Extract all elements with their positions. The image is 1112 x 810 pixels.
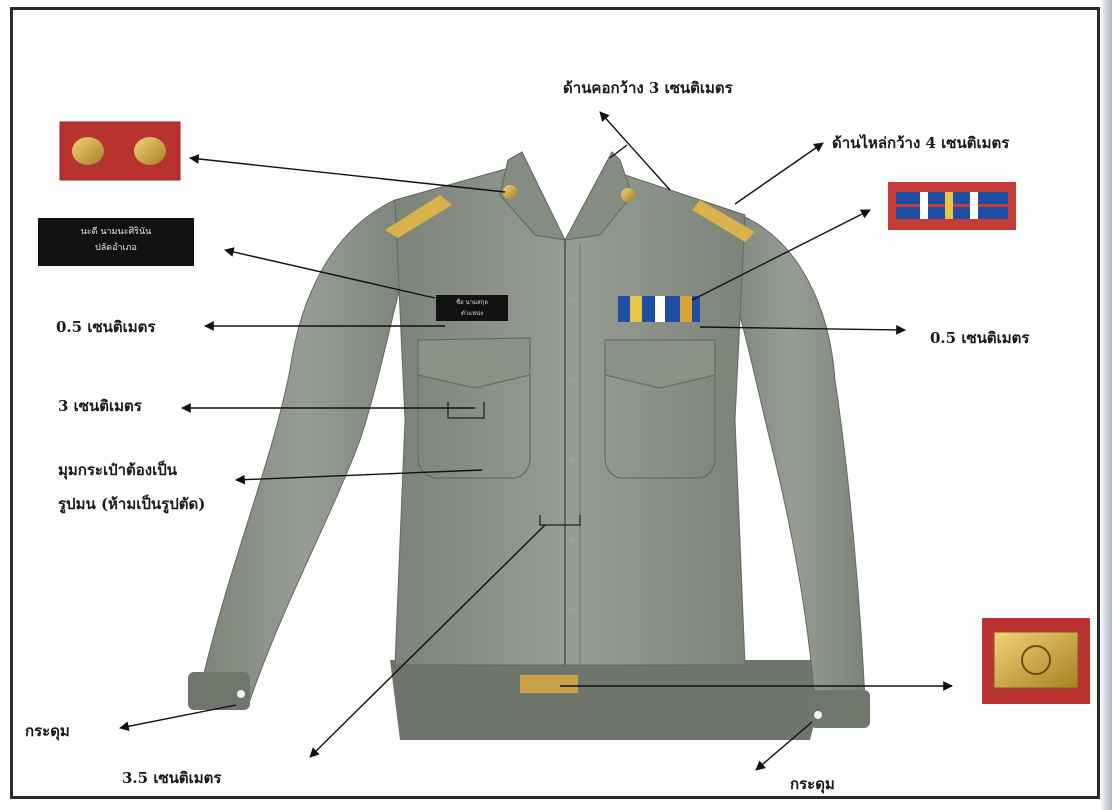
ribbon-bar-thumbnail bbox=[888, 182, 1016, 230]
pocket-3cm-bracket bbox=[447, 402, 485, 419]
label-button-right: กระดุม bbox=[790, 775, 835, 793]
label-button-left: กระดุม bbox=[25, 722, 70, 740]
shoulder-board-left bbox=[385, 195, 452, 238]
shirt-name-tag-line1: ชื่อ นามสกุล bbox=[456, 299, 488, 306]
collar-insignia-left bbox=[503, 185, 517, 199]
right-sleeve bbox=[719, 214, 870, 728]
annotation-arrows bbox=[119, 111, 953, 771]
label-3-5cm: 3.5 เซนติเมตร bbox=[122, 769, 222, 787]
label-pocket-corner-line2: รูปมน (ห้ามเป็นรูปตัด) bbox=[58, 495, 206, 513]
label-collar-width: ด้านคอกว้าง 3 เซนติเมตร bbox=[563, 79, 733, 97]
scan-edge-strip bbox=[1100, 0, 1112, 810]
belt-buckle-thumbnail bbox=[982, 618, 1090, 704]
shirt-name-tag-line2: ตำแหน่ง bbox=[460, 310, 484, 317]
left-sleeve bbox=[188, 199, 411, 710]
name-card-thumbnail: นะดี นามนะศิรินัน ปลัดอำเภอ bbox=[38, 218, 194, 266]
belt-buckle bbox=[520, 675, 578, 693]
label-pocket-corner-line1: มุมกระเป๋าต้องเป็น bbox=[58, 461, 178, 479]
label-3cm: 3 เซนติเมตร bbox=[58, 397, 142, 415]
trousers bbox=[390, 660, 830, 740]
label-right-0-5cm: 0.5 เซนติเมตร bbox=[930, 329, 1030, 347]
shoulder-board-right bbox=[692, 200, 755, 242]
name-card-line2: ปลัดอำเภอ bbox=[95, 243, 137, 253]
label-shoulder-width: ด้านไหล่กว้าง 4 เซนติเมตร bbox=[832, 134, 1010, 152]
left-pocket bbox=[417, 337, 531, 479]
label-left-0-5cm: 0.5 เซนติเมตร bbox=[56, 318, 156, 336]
shirt-ribbon-bar bbox=[618, 296, 700, 322]
collar-insignia-right bbox=[621, 188, 635, 202]
cuff-button-right bbox=[814, 711, 822, 719]
button-3-5cm-bracket bbox=[539, 515, 581, 526]
cuff-button-left bbox=[237, 690, 245, 698]
collar-insignia-thumbnail bbox=[59, 121, 181, 181]
name-card-line1: นะดี นามนะศิรินัน bbox=[80, 227, 152, 237]
right-pocket bbox=[604, 339, 716, 479]
shirt-name-tag: ชื่อ นามสกุล ตำแหน่ง bbox=[436, 295, 508, 321]
